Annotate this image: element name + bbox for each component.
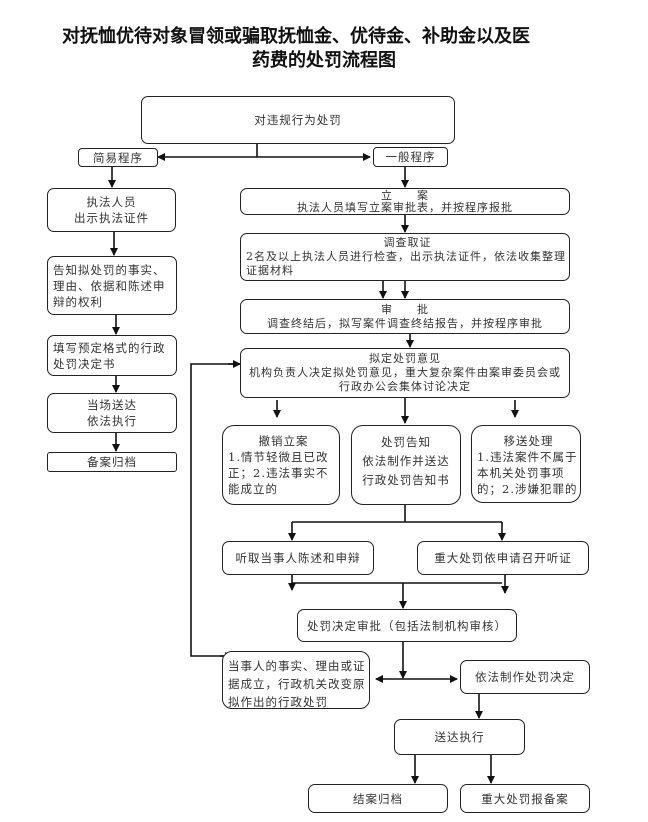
close-archive-label: 结案归档 — [353, 791, 403, 806]
approval-head: 审 批 — [381, 302, 429, 316]
decision-review-label: 处罚决定审批（包括法制机构审核） — [307, 618, 507, 633]
inform-text: 告知拟处罚的事实、理由、依据和陈述申辩的权利 — [53, 262, 166, 309]
node-draft-opinion: 拟定处罚意见 机构负责人决定拟处罚意见，重大复杂案件由案审委员会或行政办公会集体… — [240, 348, 570, 398]
show-id-line1: 执法人员 — [86, 195, 137, 209]
draft-opinion-body: 机构负责人决定拟处罚意见，重大复杂案件由案审委员会或行政办公会集体讨论决定 — [249, 366, 561, 393]
node-show-id: 执法人员 出示执法证件 — [47, 188, 176, 232]
node-filing: 立 案 执法人员填写立案审批表，并按程序报批 — [240, 188, 570, 215]
revoke-head: 撤销立案 — [258, 434, 309, 448]
filing-body: 执法人员填写立案审批表，并按程序报批 — [297, 200, 513, 214]
node-make-decision: 依法制作处罚决定 — [460, 660, 590, 694]
node-approval: 审 批 调查终结后，拟写案件调查终结报告，并按程序审批 — [240, 299, 570, 334]
hearing-label: 重大处罚依申请召开听证 — [434, 551, 572, 565]
hear-statement-label: 听取当事人陈述和申辩 — [235, 551, 361, 565]
node-archive-simple: 备案归档 — [47, 452, 177, 472]
deliver-simple-line2: 依法执行 — [87, 414, 137, 428]
node-general-procedure: 一般程序 — [373, 147, 448, 167]
node-notice: 处罚告知 依法制作并送达行政处罚告知书 — [351, 425, 461, 505]
node-simple-procedure: 简易程序 — [78, 148, 158, 167]
change-decision-text: 当事人的事实、理由或证据成立，行政机关改变原拟作出的行政处罚 — [228, 659, 366, 709]
archive-simple-label: 备案归档 — [87, 455, 137, 469]
diagram-title-line2: 药费的处罚流程图 — [252, 50, 396, 71]
node-decision-review: 处罚决定审批（包括法制机构审核） — [297, 609, 517, 642]
node-start-label: 对违规行为处罚 — [254, 113, 342, 127]
make-decision-label: 依法制作处罚决定 — [475, 670, 575, 684]
filing-head: 立 案 — [381, 188, 429, 202]
notice-head: 处罚告知 — [381, 435, 431, 449]
simple-procedure-label: 简易程序 — [93, 150, 143, 165]
revoke-body: 1.情节轻微且已改正；2.违法事实不能成立的 — [228, 450, 329, 496]
node-hear-statement: 听取当事人陈述和申辩 — [222, 541, 374, 575]
investigation-body: 2名及以上执法人员进行检查，出示执法证件，依法收集整理证据材料 — [246, 250, 566, 277]
node-transfer: 移送处理 1.违法案件不属于本机关处罚事项的；2.涉嫌犯罪的 — [471, 425, 581, 503]
general-procedure-label: 一般程序 — [385, 150, 436, 164]
deliver-simple-line1: 当场送达 — [87, 398, 137, 412]
node-deliver-execute: 送达执行 — [394, 719, 525, 755]
node-inform: 告知拟处罚的事实、理由、依据和陈述申辩的权利 — [47, 256, 177, 315]
node-deliver-simple: 当场送达 依法执行 — [47, 393, 177, 433]
show-id-line2: 出示执法证件 — [74, 211, 149, 225]
notice-body: 依法制作并送达行政处罚告知书 — [362, 454, 450, 487]
fill-form-text: 填写预定格式的行政处罚决定书 — [53, 340, 166, 371]
node-change-decision: 当事人的事实、理由或证据成立，行政机关改变原拟作出的行政处罚 — [222, 651, 370, 709]
node-investigation: 调查取证 2名及以上执法人员进行检查，出示执法证件，依法收集整理证据材料 — [240, 233, 570, 281]
node-major-record: 重大处罚报备案 — [460, 784, 590, 813]
transfer-body: 1.违法案件不属于本机关处罚事项的；2.涉嫌犯罪的 — [477, 450, 578, 496]
diagram-title-line1: 对抚恤优待对象冒领或骗取抚恤金、优待金、补助金以及医 — [62, 26, 530, 47]
deliver-execute-label: 送达执行 — [434, 730, 485, 744]
node-start: 对违规行为处罚 — [141, 96, 455, 144]
major-record-label: 重大处罚报备案 — [481, 791, 569, 806]
approval-body: 调查终结后，拟写案件调查终结报告，并按程序审批 — [267, 316, 543, 330]
investigation-head: 调查取证 — [383, 236, 432, 249]
node-revoke: 撤销立案 1.情节轻微且已改正；2.违法事实不能成立的 — [222, 425, 340, 505]
draft-opinion-head: 拟定处罚意见 — [369, 352, 441, 365]
transfer-head: 移送处理 — [503, 434, 554, 448]
loop-line — [190, 363, 239, 657]
node-fill-form: 填写预定格式的行政处罚决定书 — [47, 335, 177, 376]
node-close-archive: 结案归档 — [308, 784, 448, 813]
node-hearing: 重大处罚依申请召开听证 — [417, 541, 589, 575]
